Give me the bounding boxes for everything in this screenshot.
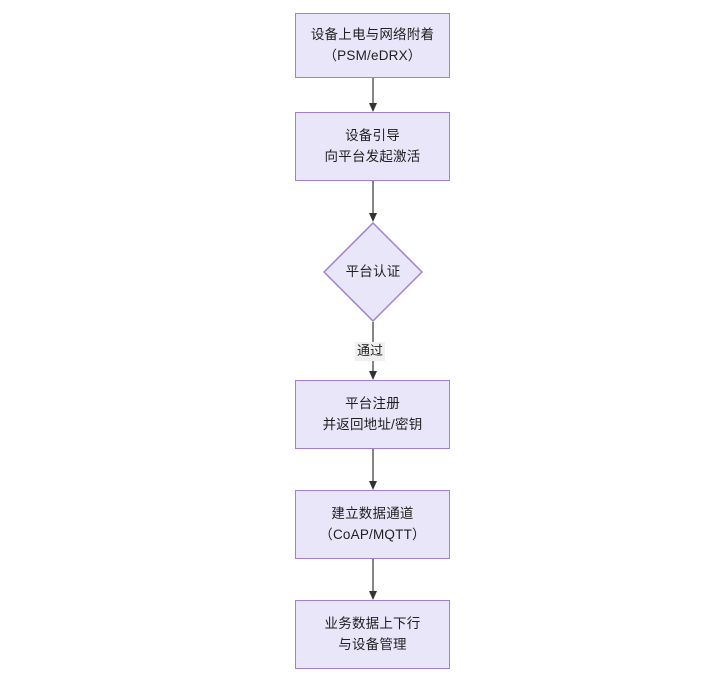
flow-node-line: 业务数据上下行 — [324, 615, 421, 631]
flow-node-line: 向平台发起激活 — [324, 148, 421, 164]
flow-node-line: 建立数据通道 — [331, 505, 414, 521]
flow-node-line: 平台认证 — [345, 263, 401, 279]
flow-node-platform-auth-decision[interactable]: 平台认证 — [323, 222, 423, 322]
edge-label-pass: 通过 — [355, 342, 386, 361]
flow-node-line: 与设备管理 — [338, 636, 407, 652]
flow-node-platform-register[interactable]: 平台注册 并返回地址/密钥 — [295, 380, 450, 449]
edge-n5-n6 — [366, 558, 380, 601]
flow-node-line: 设备上电与网络附着 — [310, 26, 435, 42]
edge-n4-n5 — [366, 448, 380, 491]
flow-node-establish-data-channel[interactable]: 建立数据通道 （CoAP/MQTT） — [295, 490, 450, 559]
flow-node-line: 平台注册 — [345, 395, 400, 411]
flow-node-business-data-and-device-mgmt[interactable]: 业务数据上下行 与设备管理 — [295, 600, 450, 669]
flow-node-line: 并返回地址/密钥 — [322, 416, 423, 432]
edge-n2-n3 — [366, 180, 380, 223]
flow-node-line: 设备引导 — [345, 127, 400, 143]
edge-n1-n2 — [366, 77, 380, 113]
flow-node-line: （PSM/eDRX） — [323, 47, 422, 63]
flow-node-device-power-on[interactable]: 设备上电与网络附着 （PSM/eDRX） — [295, 13, 450, 78]
diamond-shape — [323, 222, 423, 322]
flow-node-device-bootstrap[interactable]: 设备引导 向平台发起激活 — [295, 112, 450, 181]
flow-node-line: （CoAP/MQTT） — [319, 526, 426, 542]
